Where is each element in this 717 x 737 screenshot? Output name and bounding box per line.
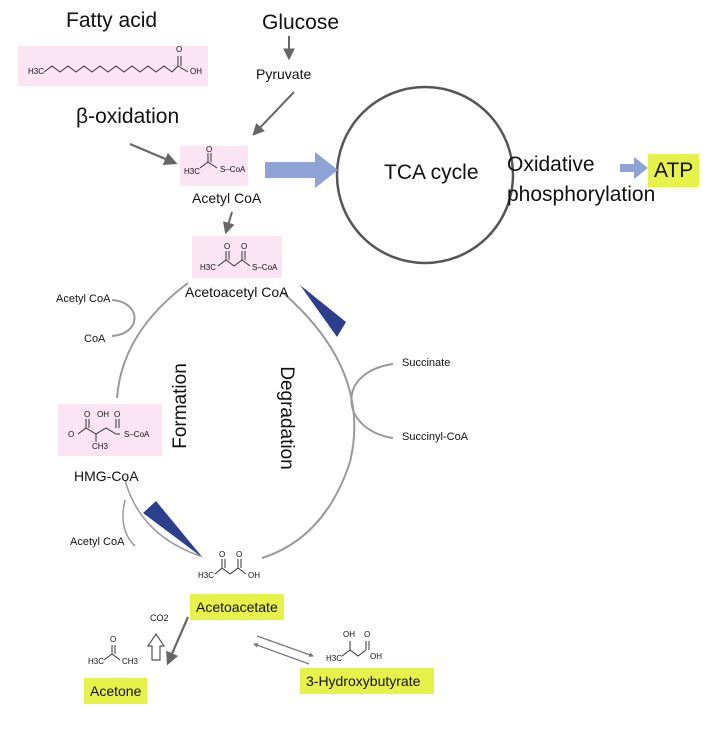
formation-arc-lower	[124, 479, 201, 557]
hb-o-text: O	[364, 630, 371, 639]
fatty-acid-structure	[43, 56, 189, 73]
pyruvate-label: Pyruvate	[256, 66, 312, 82]
acetyl-coa-label: Acetyl CoA	[192, 190, 262, 206]
ace-o-text: O	[110, 635, 117, 644]
aac-scoa-text: S–CoA	[252, 263, 278, 272]
aac-o2-text: O	[241, 242, 248, 251]
ace-ch3-text: CH3	[122, 657, 139, 666]
aac-h3c-text: H3C	[200, 263, 217, 272]
fatty-acid-label: Fatty acid	[66, 9, 158, 32]
aa-h3c-text: H3C	[198, 571, 215, 580]
acetyl-coa-to-acetoacetyl-coa-arrow	[223, 211, 235, 235]
acetyl-coa-hmg-side-label: Acetyl CoA	[70, 536, 125, 548]
acetoacetate-to-hydroxybutyrate-arrow	[256, 635, 314, 657]
degradation-arc	[261, 291, 356, 559]
pyruvate-to-acetyl-coa-arrow	[252, 91, 295, 136]
oxidative-to-atp-arrow	[620, 157, 648, 179]
hmg-o2-text: O	[114, 410, 121, 419]
hb-h3c-text: H3C	[326, 654, 343, 663]
acetoacetate-structure	[214, 559, 247, 575]
co2-label: CO2	[150, 613, 169, 623]
formation-arc	[116, 282, 189, 399]
tca-cycle-circle	[335, 85, 515, 265]
fa-oh-text: OH	[190, 67, 202, 76]
succinate-curve	[350, 363, 394, 439]
coa-side-label: CoA	[84, 333, 106, 345]
succinate-label: Succinate	[402, 357, 451, 369]
succinyl-coa-label: Succinyl-CoA	[402, 431, 469, 443]
formation-wedge	[143, 501, 203, 558]
acetoacetate-label: Acetoacetate	[190, 594, 284, 620]
ac-h3c-text: H3C	[184, 167, 201, 176]
aa-oh-text: OH	[248, 571, 260, 580]
hmg-coa-label: HMG-CoA	[74, 468, 139, 484]
hb-oh1-text: OH	[343, 630, 355, 639]
tca-cycle-label: TCA cycle	[384, 161, 479, 184]
hb-oh2-text: OH	[370, 652, 382, 661]
ace-h3c-text: H3C	[88, 657, 105, 666]
degradation-wedge	[300, 285, 346, 337]
beta-oxidation-to-acetyl-coa-arrow	[129, 142, 178, 165]
acetyl-coa-side-label: Acetyl CoA	[56, 293, 111, 305]
ac-o-text: O	[206, 145, 213, 154]
aa-o1-text: O	[219, 550, 226, 559]
hydroxybutyrate-to-acetoacetate-arrow	[253, 643, 310, 665]
atp-label: ATP	[648, 154, 700, 187]
ac-scoa-text: S–CoA	[220, 165, 246, 174]
hmg-oh-text: OH	[97, 410, 109, 419]
fa-h3c-text: H3C	[28, 67, 45, 76]
acetyl-coa-to-tca-arrow	[265, 152, 338, 188]
hmg-scoa-text: S–CoA	[124, 430, 150, 439]
acetyl-coa-structure	[199, 153, 218, 169]
hydroxybutyrate-label: 3-Hydroxybutyrate	[300, 668, 435, 694]
hmg-o1-text: O	[84, 410, 91, 419]
acetoacetyl-coa-label: Acetoacetyl CoA	[185, 284, 289, 300]
hydroxybutyrate-structure	[341, 641, 370, 657]
hmg-coa-structure	[77, 419, 120, 442]
fatty-acid-structure-bg	[18, 46, 208, 86]
acetone-structure	[103, 645, 121, 661]
acetoacetate-to-acetone-arrow	[166, 616, 190, 666]
formation-label: Formation	[170, 363, 191, 449]
acetoacetyl-coa-structure	[217, 251, 251, 267]
aa-o2-text: O	[236, 550, 243, 559]
co2-release-arrow	[146, 632, 166, 661]
acetoacetyl-coa-structure-bg	[192, 236, 282, 278]
glucose-label: Glucose	[262, 11, 340, 34]
acetyl-coa-coa-curve	[111, 299, 136, 337]
hmg-ch3-text: CH3	[92, 442, 109, 451]
beta-oxidation-label: β-oxidation	[76, 105, 180, 128]
hmg-o3-text: O	[68, 430, 75, 439]
degradation-label: Degradation	[276, 366, 297, 470]
fa-o-text: O	[176, 45, 183, 54]
oxidative-label: Oxidative	[507, 153, 595, 176]
phosphorylation-label: phosphorylation	[507, 183, 656, 206]
acetyl-coa-hmg-curve	[122, 499, 136, 547]
acetone-label: Acetone	[84, 678, 148, 704]
aac-o1-text: O	[224, 242, 231, 251]
